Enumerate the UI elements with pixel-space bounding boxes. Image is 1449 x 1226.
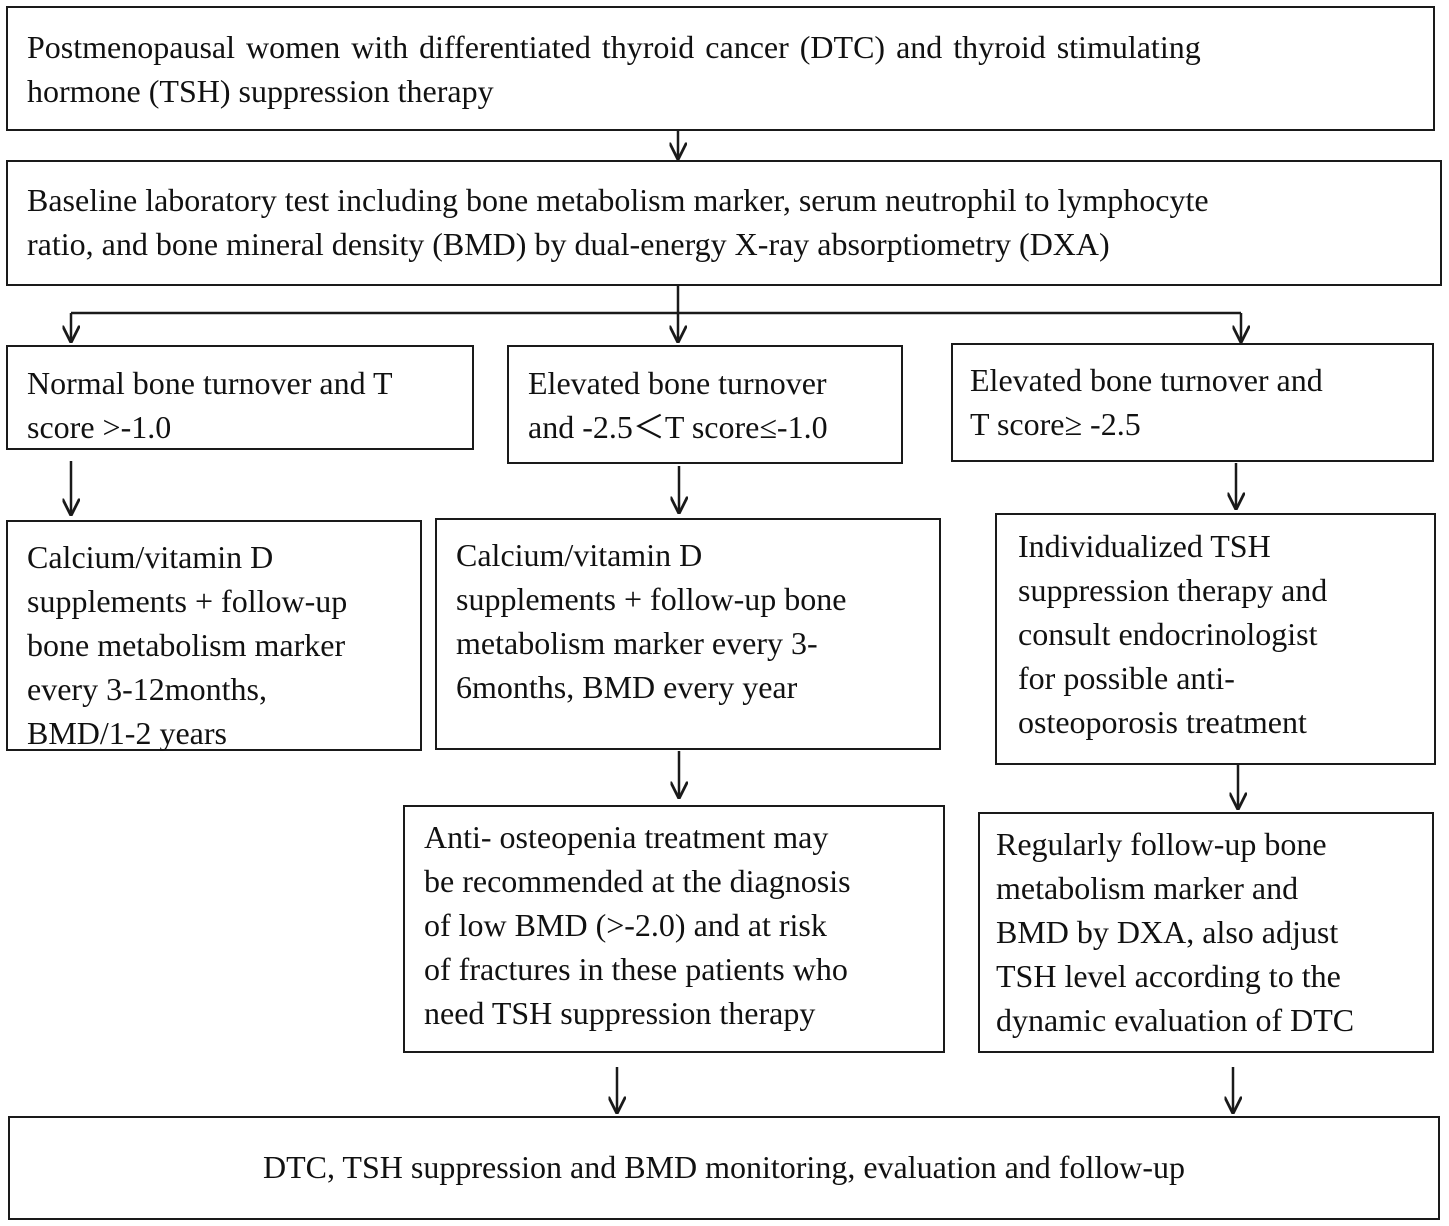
regular-followup-line-4: TSH level according to the: [996, 958, 1341, 994]
calcium-mid-node: Calcium/vitamin D supplements + follow-u…: [435, 518, 941, 750]
regular-followup-line-5: dynamic evaluation of DTC: [996, 1002, 1355, 1038]
elevated-mid-line-1: Elevated bone turnover: [528, 365, 827, 401]
regular-followup-line-2: metabolism marker and: [996, 870, 1299, 906]
baseline-node-line-1: Baseline laboratory test including bone …: [27, 182, 1209, 218]
anti-osteopenia-line-4: of fractures in these patients who: [424, 951, 848, 987]
calcium-mid-line-3: metabolism marker every 3-: [456, 625, 818, 661]
elevated-mid-node: Elevated bone turnover and -2.5＜T score≤…: [507, 345, 903, 464]
elevated-mid-line-2: and -2.5＜T score≤-1.0: [528, 409, 828, 445]
calcium-normal-line-5: BMD/1-2 years: [27, 715, 227, 751]
regular-followup-node: Regularly follow-up bone metabolism mark…: [978, 812, 1434, 1053]
normal-bone-node: Normal bone turnover and T score >-1.0: [6, 345, 474, 450]
start-node: Postmenopausal women with differentiated…: [6, 6, 1435, 131]
calcium-normal-line-3: bone metabolism marker: [27, 627, 346, 663]
start-node-line-1: Postmenopausal women with differentiated…: [27, 29, 1201, 65]
final-node: DTC, TSH suppression and BMD monitoring,…: [8, 1116, 1440, 1220]
regular-followup-line-3: BMD by DXA, also adjust: [996, 914, 1339, 950]
individualized-line-3: consult endocrinologist: [1018, 616, 1318, 652]
normal-bone-line-1: Normal bone turnover and T: [27, 365, 393, 401]
calcium-mid-line-2: supplements + follow-up bone: [456, 581, 847, 617]
anti-osteopenia-node: Anti- osteopenia treatment may be recomm…: [403, 805, 945, 1053]
elevated-low-node: Elevated bone turnover and T score≥ -2.5: [951, 343, 1434, 462]
individualized-tsh-node: Individualized TSH suppression therapy a…: [995, 513, 1436, 765]
individualized-line-1: Individualized TSH: [1018, 528, 1271, 564]
individualized-line-4: for possible anti-: [1018, 660, 1235, 696]
anti-osteopenia-line-1: Anti- osteopenia treatment may: [424, 819, 829, 855]
calcium-normal-line-1: Calcium/vitamin D: [27, 539, 274, 575]
anti-osteopenia-line-5: need TSH suppression therapy: [424, 995, 816, 1031]
calcium-mid-line-4: 6months, BMD every year: [456, 669, 798, 705]
elevated-low-line-1: Elevated bone turnover and: [970, 362, 1323, 398]
normal-bone-line-2: score >-1.0: [27, 409, 172, 445]
regular-followup-line-1: Regularly follow-up bone: [996, 826, 1327, 862]
calcium-normal-line-4: every 3-12months,: [27, 671, 267, 707]
elevated-low-line-2: T score≥ -2.5: [970, 406, 1141, 442]
baseline-node: Baseline laboratory test including bone …: [6, 160, 1442, 286]
anti-osteopenia-line-2: be recommended at the diagnosis: [424, 863, 851, 899]
final-node-line-1: DTC, TSH suppression and BMD monitoring,…: [263, 1149, 1185, 1185]
anti-osteopenia-line-3: of low BMD (>-2.0) and at risk: [424, 907, 827, 943]
start-node-line-2: hormone (TSH) suppression therapy: [27, 73, 494, 109]
calcium-normal-node: Calcium/vitamin D supplements + follow-u…: [6, 520, 422, 751]
calcium-mid-line-1: Calcium/vitamin D: [456, 537, 703, 573]
individualized-line-2: suppression therapy and: [1018, 572, 1328, 608]
calcium-normal-line-2: supplements + follow-up: [27, 583, 348, 619]
individualized-line-5: osteoporosis treatment: [1018, 704, 1307, 740]
baseline-node-line-2: ratio, and bone mineral density (BMD) by…: [27, 226, 1110, 262]
